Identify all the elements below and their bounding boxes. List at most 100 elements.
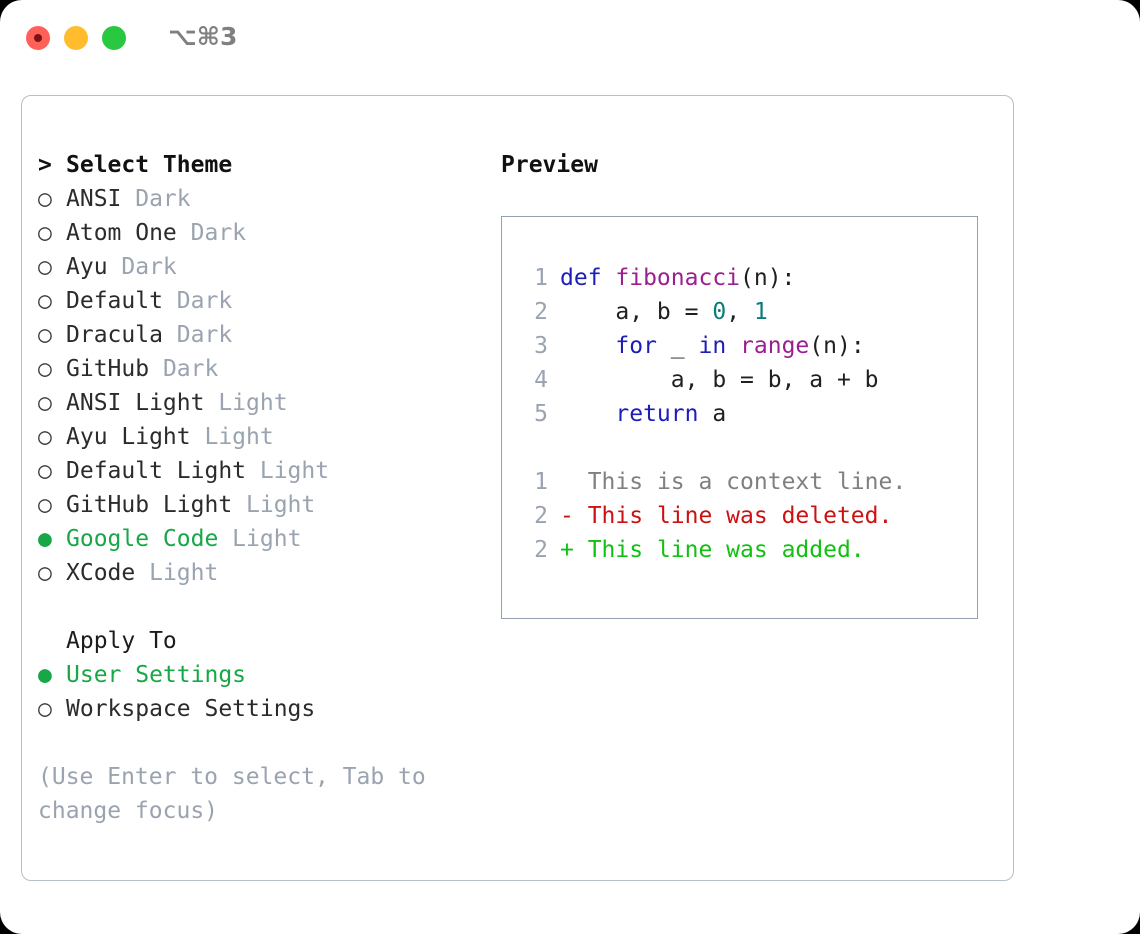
radio-unselected-icon: ○: [38, 458, 52, 484]
theme-option-ansi[interactable]: ○ ANSI Dark: [38, 182, 488, 216]
select-theme-header: > Select Theme: [38, 148, 488, 182]
theme-option-tag: Dark: [149, 356, 219, 382]
code-line: 2 a, b = 0, 1: [516, 295, 977, 329]
line-number: 1: [534, 265, 548, 291]
theme-option-default[interactable]: ○ Default Dark: [38, 284, 488, 318]
theme-option-google-code[interactable]: ●Google Code Light: [38, 522, 488, 556]
code-token-pln: [560, 397, 615, 431]
diff-sign: -: [560, 503, 588, 529]
list-gap: [38, 590, 488, 624]
traffic-lights: [26, 26, 126, 50]
diff-sample: 1 This is a context line.2- This line wa…: [516, 465, 977, 567]
radio-selected-icon: ●: [38, 526, 52, 552]
theme-option-label: Ayu: [66, 254, 108, 280]
preview-title: Preview: [501, 152, 598, 178]
keyboard-shortcut-label: ⌥⌘3: [168, 22, 238, 51]
theme-option-label: Google Code: [66, 526, 219, 552]
diff-line-ctx: 1 This is a context line.: [516, 465, 977, 499]
radio-unselected-icon: ○: [38, 186, 52, 212]
theme-option-tag: Light: [204, 390, 288, 416]
theme-option-ayu-light[interactable]: ○Ayu Light Light: [38, 420, 488, 454]
code-token-fn: range: [740, 333, 810, 359]
theme-option-tag: Dark: [107, 254, 177, 280]
line-number: 4: [534, 367, 548, 393]
theme-selector-column: > Select Theme ○ANSI Dark○Atom One Dark○…: [38, 148, 488, 828]
radio-unselected-icon: ○: [38, 254, 52, 280]
radio-unselected-icon: ○: [38, 390, 52, 416]
radio-unselected-icon: ○: [38, 356, 52, 382]
minimize-icon[interactable]: [64, 26, 88, 50]
theme-option-list: ○ANSI Dark○Atom One Dark○Ayu Dark○Defaul…: [38, 182, 488, 590]
apply-to-option-workspace-settings[interactable]: ○ Workspace Settings: [38, 692, 488, 726]
code-token-pln: a: [698, 401, 727, 427]
theme-option-xcode[interactable]: ○XCode Light: [38, 556, 488, 590]
line-number: 3: [534, 333, 548, 359]
theme-option-label: Default Light: [66, 458, 247, 484]
apply-to-option-label: Workspace Settings: [66, 696, 316, 722]
hint-gap: [38, 726, 488, 760]
theme-option-tag: Light: [190, 424, 274, 450]
code-token-pln: a, b = b, a + b: [560, 367, 879, 393]
radio-unselected-icon: ○: [38, 492, 52, 518]
radio-unselected-icon: ○: [38, 560, 52, 586]
code-token-kw: for: [615, 333, 657, 359]
diff-sign: +: [560, 537, 588, 563]
line-number: 1: [534, 469, 548, 495]
code-line: 5 return a: [516, 397, 977, 431]
diff-text: This is a context line.: [587, 469, 907, 495]
code-token-num: 1: [753, 299, 768, 325]
code-token-pln: (n):: [740, 265, 796, 291]
diff-sign: [560, 465, 588, 499]
diff-line-add: 2 + This line was added.: [516, 533, 977, 567]
select-theme-title: Select Theme: [66, 152, 233, 178]
line-number: 2: [534, 537, 548, 563]
theme-option-tag: Light: [246, 458, 330, 484]
code-diff-gap: [516, 431, 977, 465]
diff-line-del: 2- This line was deleted.: [516, 499, 977, 533]
code-line: 3 for _ in range(n):: [516, 329, 977, 363]
apply-to-option-list: ●User Settings ○ Workspace Settings: [38, 658, 488, 726]
maximize-icon[interactable]: [102, 26, 126, 50]
theme-option-tag: Dark: [176, 220, 247, 246]
theme-option-dracula[interactable]: ○ Dracula Dark: [38, 318, 488, 352]
theme-option-tag: Dark: [162, 288, 233, 314]
theme-option-label: Dracula: [66, 322, 163, 348]
apply-to-option-user-settings[interactable]: ●User Settings: [38, 658, 488, 692]
apply-to-title: Apply To: [66, 628, 177, 654]
theme-option-github[interactable]: ○GitHub Dark: [38, 352, 488, 386]
radio-unselected-icon: ○: [38, 424, 52, 450]
code-token-pln: [560, 329, 615, 363]
theme-option-ansi-light[interactable]: ○ ANSI Light Light: [38, 386, 488, 420]
main-panel: > Select Theme ○ANSI Dark○Atom One Dark○…: [21, 95, 1014, 881]
code-token-kw: in: [698, 333, 727, 359]
close-icon[interactable]: [26, 26, 50, 50]
theme-option-tag: Light: [232, 492, 316, 518]
theme-option-label: ANSI: [66, 186, 122, 212]
radio-unselected-icon: ○: [38, 288, 52, 314]
theme-option-ayu[interactable]: ○ Ayu Dark: [38, 250, 488, 284]
diff-text: This line was added.: [587, 537, 865, 563]
theme-option-label: XCode: [66, 560, 136, 586]
apply-to-option-label: User Settings: [66, 662, 247, 688]
line-number: 5: [534, 401, 548, 427]
code-token-fn: fibonacci: [615, 265, 741, 291]
theme-option-github-light[interactable]: ○GitHub Light Light: [38, 488, 488, 522]
radio-unselected-icon: ○: [38, 696, 52, 722]
theme-option-default-light[interactable]: ○ Default Light Light: [38, 454, 488, 488]
theme-option-tag: Dark: [162, 322, 233, 348]
theme-option-label: ANSI Light: [66, 390, 205, 416]
code-token-pln: a, b =: [560, 299, 713, 325]
apply-to-header: Apply To: [38, 624, 488, 658]
theme-option-atom-one[interactable]: ○Atom One Dark: [38, 216, 488, 250]
radio-unselected-icon: ○: [38, 322, 52, 348]
titlebar: ⌥⌘3: [0, 0, 1140, 78]
theme-option-tag: Dark: [121, 186, 191, 212]
code-token-pln: ,: [726, 299, 754, 325]
theme-option-label: Default: [66, 288, 163, 314]
code-token-pln: [726, 329, 740, 363]
